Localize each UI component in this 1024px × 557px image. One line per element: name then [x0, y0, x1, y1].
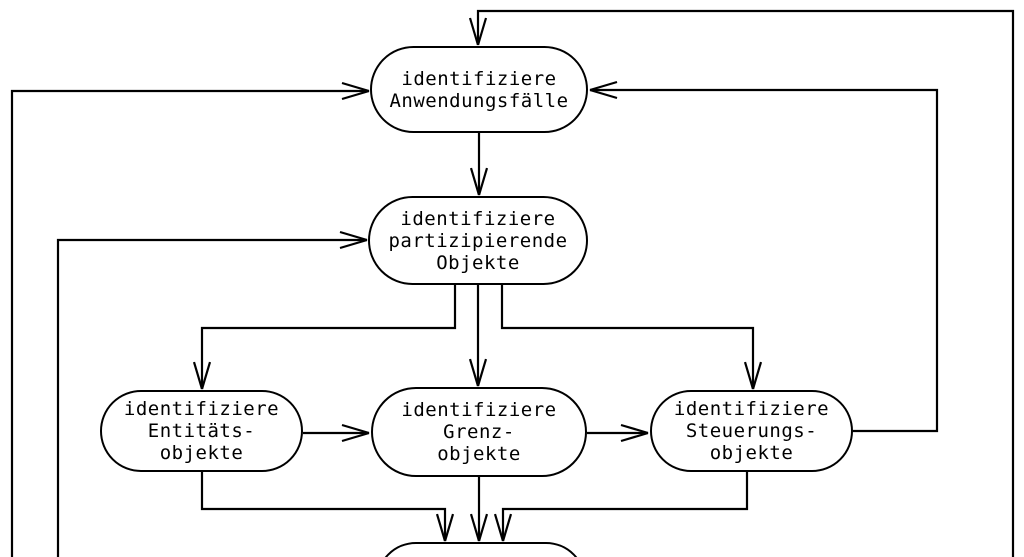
node-identifiziere-partizipierende-objekte: identifiziere partizipierende Objekte	[368, 196, 588, 285]
arrowhead-grenz-to-steuerungs	[620, 431, 649, 443]
edge-steuerungs-loop-into-anwendungsfaelle-right	[590, 88, 939, 433]
arrowhead-steuerungs-to-bottom-node	[493, 513, 505, 542]
node-label-line: Steuerungs-	[685, 420, 818, 442]
arrowhead-entitaets-to-grenz	[341, 431, 370, 443]
node-label-line: identifiziere	[123, 398, 280, 420]
edge-partizipierende-to-steuerungs	[500, 284, 755, 389]
node-label-line: identifiziere	[401, 399, 557, 421]
arrowhead-outer-left-loop-into-anwendungsfaelle-left	[341, 81, 370, 93]
arrowhead-partizipierende-to-entitaets	[192, 361, 204, 390]
arrowhead-anwendungsfaelle-to-partizipierende	[469, 167, 481, 196]
node-label-line: objekte	[159, 442, 244, 464]
node-label-line: partizipierende	[388, 229, 568, 252]
node-bottom-partial	[376, 542, 586, 557]
arrowhead-steuerungs-to-bottom-node	[501, 513, 513, 542]
node-label-line: identifiziere	[673, 398, 830, 420]
node-label-line: Grenz-	[443, 421, 515, 443]
node-identifiziere-grenzobjekte: identifiziere Grenz- objekte	[371, 387, 587, 477]
arrowhead-steuerungs-loop-into-anwendungsfaelle-right	[589, 80, 618, 92]
arrowhead-grenz-to-bottom-node	[469, 513, 481, 542]
arrowhead-grenz-to-bottom-node	[477, 513, 489, 542]
edge-inner-left-loop-into-partizipierende-left	[56, 238, 367, 557]
arrowhead-grenz-to-steuerungs	[620, 423, 649, 435]
edge-partizipierende-to-entitaets	[200, 284, 457, 389]
edge-outer-left-loop-into-anwendungsfaelle-left	[10, 89, 369, 557]
node-label-line: identifiziere	[400, 207, 556, 230]
arrowhead-partizipierende-to-steuerungs	[751, 361, 763, 390]
node-label-line: identifiziere	[401, 67, 557, 90]
edge-steuerungs-to-bottom-node	[501, 472, 749, 541]
node-label-line: Objekte	[436, 251, 520, 274]
arrowhead-entitaets-to-bottom-node	[435, 513, 447, 542]
arrowhead-partizipierende-to-entitaets	[200, 361, 212, 390]
node-identifiziere-anwendungsfaelle: identifiziere Anwendungsfälle	[370, 46, 588, 133]
arrowhead-anwendungsfaelle-to-partizipierende	[477, 167, 489, 196]
node-identifiziere-entitaetsobjekte: identifiziere Entitäts- objekte	[100, 390, 303, 472]
arrowhead-outer-left-loop-into-anwendungsfaelle-left	[341, 89, 370, 101]
node-label-line: Anwendungsfälle	[389, 89, 569, 112]
arrowhead-steuerungs-loop-into-anwendungsfaelle-right	[589, 88, 618, 100]
arrowhead-inner-left-loop-into-partizipierende-left	[339, 238, 368, 250]
arrowhead-partizipierende-to-grenz	[476, 358, 488, 387]
node-label-line: Entitäts-	[147, 420, 256, 442]
node-label-line: objekte	[437, 443, 521, 465]
arrowhead-partizipierende-to-grenz	[468, 358, 480, 387]
node-identifiziere-steuerungsobjekte: identifiziere Steuerungs- objekte	[650, 390, 853, 472]
edge-outer-right-loop-into-anwendungsfaelle-top	[476, 9, 1015, 557]
node-label-line: objekte	[709, 442, 794, 464]
arrowhead-outer-right-loop-into-anwendungsfaelle-top	[476, 17, 488, 46]
arrowhead-entitaets-to-grenz	[341, 423, 370, 435]
edge-entitaets-to-bottom-node	[200, 472, 447, 541]
arrowhead-partizipierende-to-steuerungs	[743, 361, 755, 390]
arrowhead-outer-right-loop-into-anwendungsfaelle-top	[468, 17, 480, 46]
arrowhead-inner-left-loop-into-partizipierende-left	[339, 230, 368, 242]
arrowhead-entitaets-to-bottom-node	[443, 513, 455, 542]
